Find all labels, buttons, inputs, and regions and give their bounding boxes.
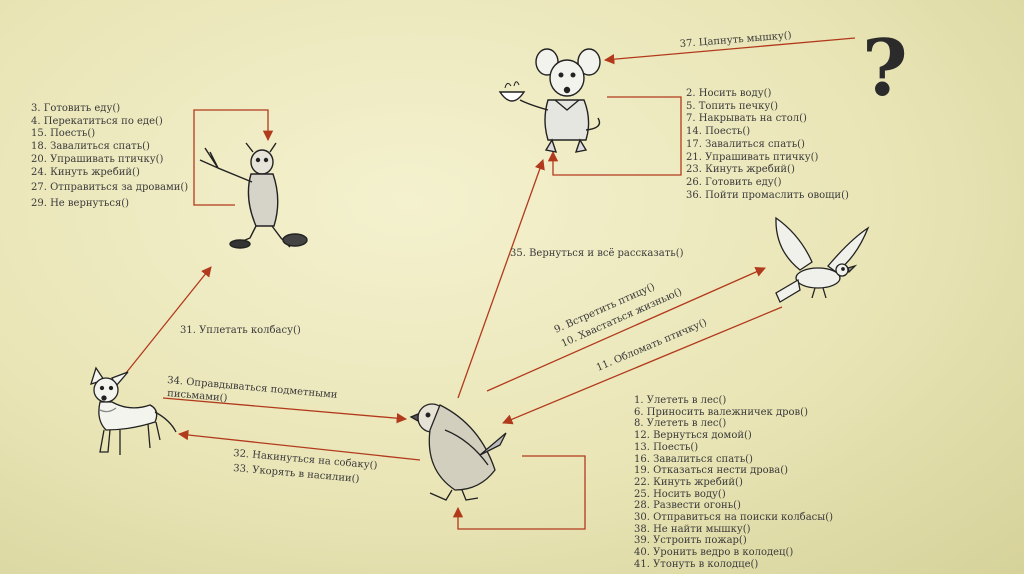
dove-figure [776, 218, 868, 302]
label-grab-mouse: 37. Цапнуть мышку() [679, 30, 792, 50]
arrow-steal-sausage [126, 267, 211, 373]
sausage-cook-figure [200, 143, 307, 248]
sparrow-figure [411, 404, 506, 500]
label-return-tell: 35. Вернуться и всё рассказать() [510, 248, 684, 259]
mouse-figure [500, 49, 600, 152]
arrow-return-tell [458, 160, 543, 398]
dog-figure [91, 368, 176, 455]
label-steal-sausage: 31. Уплетать колбасу() [180, 325, 301, 336]
question-mark-icon: ? [862, 23, 908, 114]
